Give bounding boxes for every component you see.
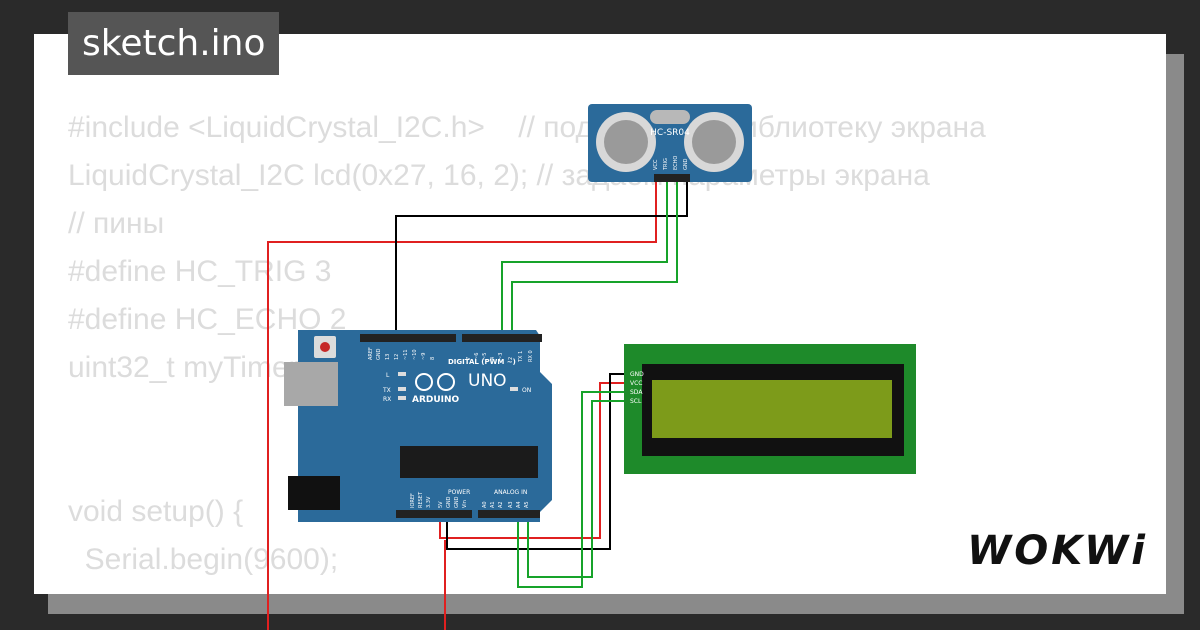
board-model: UNO — [468, 371, 507, 391]
wires — [267, 182, 688, 630]
analog-label: ANALOG IN — [494, 489, 527, 496]
led-label: TX — [382, 387, 391, 394]
lcd-pin-label: VCC — [630, 380, 642, 387]
pin-label: ~11 — [403, 349, 409, 360]
digital-label: DIGITAL (PWM ~) — [448, 358, 516, 366]
pin-label: 3.3V — [426, 496, 432, 508]
sensor-pin-label: VCC — [653, 159, 659, 170]
ultrasonic-sensor[interactable]: HC-SR04 VCC TRIG ECHO GND — [588, 104, 752, 182]
bottom-pin-labels: IOREF RESET 3.3V 5V GND GND Vin A0 A1 A2… — [410, 491, 530, 508]
pin-label: ~6 — [474, 353, 480, 360]
pin-label: ~10 — [412, 349, 418, 360]
pin-label: 2 — [508, 357, 514, 360]
board-brand: ARDUINO — [412, 395, 460, 405]
power-jack — [288, 476, 340, 510]
pin-label: TX 1 — [518, 351, 524, 363]
atmega-chip — [400, 446, 538, 478]
pin-label: ~5 — [482, 353, 488, 360]
code-line: void setup() { — [68, 495, 244, 528]
pin-label: A0 — [482, 501, 488, 508]
pin-label: RESET — [418, 491, 424, 508]
code-line: #define HC_TRIG 3 — [68, 255, 332, 288]
led-label: ON — [522, 387, 531, 394]
lcd-display[interactable]: GND VCC SDA SCL — [624, 344, 916, 474]
code-line: // пины — [68, 207, 165, 240]
sensor-pin-label: ECHO — [673, 156, 679, 170]
wokwi-logo: WOKWi — [967, 528, 1148, 574]
code-line: lcd.init(); — [68, 584, 986, 594]
lcd-pin-label: SCL — [630, 398, 642, 405]
pin-label: AREF — [368, 347, 374, 360]
pin-label: GND — [446, 496, 452, 508]
pin-label: 13 — [385, 354, 391, 360]
pin-label: 8 — [430, 357, 436, 360]
lcd-pin-label: GND — [630, 371, 644, 378]
pin-label: A1 — [490, 501, 496, 508]
pin-label: A3 — [508, 501, 514, 508]
pin-label: ~9 — [421, 353, 427, 360]
pin-label: A5 — [524, 501, 530, 508]
power-label: POWER — [448, 489, 470, 496]
code-line: Serial.begin(9600); — [68, 543, 339, 576]
pin-label: RX 0 — [528, 350, 534, 362]
pin-label: GND — [376, 348, 382, 360]
lcd-screen — [652, 380, 892, 438]
usb-port — [284, 362, 338, 406]
sensor-label: HC-SR04 — [650, 128, 690, 138]
pin-label: GND — [454, 496, 460, 508]
lcd-pin-label: SDA — [630, 389, 643, 396]
top-pin-labels: AREF GND 13 12 ~11 ~10 ~9 8 7 ~6 ~5 4 ~3… — [368, 347, 534, 363]
file-tab[interactable]: sketch.ino — [68, 12, 280, 75]
pin-label: Vin — [462, 500, 468, 508]
code-line: #define HC_ECHO 2 — [68, 303, 347, 336]
arduino-board[interactable]: DIGITAL (PWM ~) UNO ARDUINO POWER ANALOG… — [284, 330, 552, 522]
pin-label: A4 — [516, 501, 522, 508]
pin-label: IOREF — [410, 493, 416, 508]
pin-label: 4 — [490, 357, 496, 360]
pin-label: ~3 — [498, 353, 504, 360]
pin-label: 7 — [466, 357, 472, 360]
sensor-pin-label: GND — [683, 158, 689, 170]
sensor-pin-label: TRIG — [663, 158, 669, 171]
led-label: RX — [383, 396, 391, 403]
arduino-logo-icon — [415, 373, 455, 391]
pin-label: A2 — [498, 501, 504, 508]
pin-label: 5V — [438, 501, 444, 508]
led-label: L — [386, 372, 390, 379]
pin-label: 12 — [394, 354, 400, 360]
